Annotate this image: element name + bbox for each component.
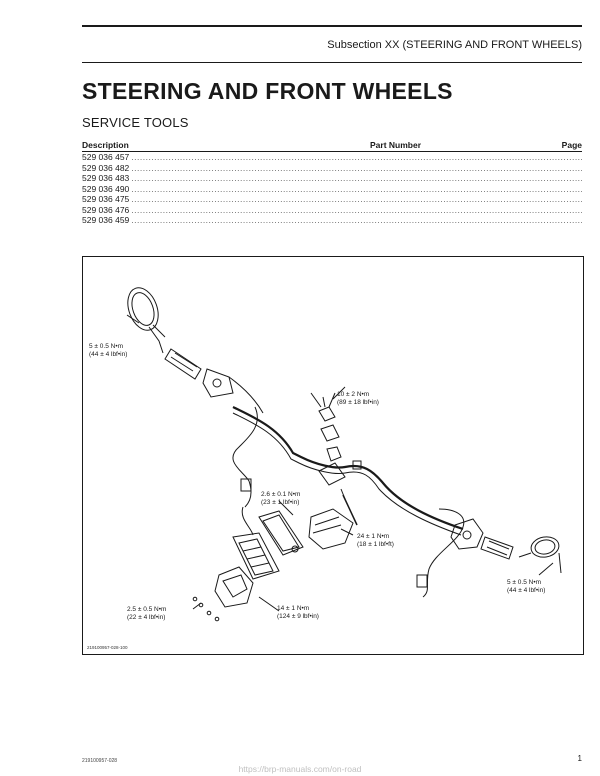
watermark-url: https://brp-manuals.com/on-road [238,764,362,774]
footer-doc-ref: 219100957-028 [82,758,118,764]
bottom-housing [192,566,254,622]
table-row: 65MM SOCKET529 036 4577–8 [82,152,582,163]
torque-label-cover: 2.6 ± 0.1 N•m (23 ± 1 lbf•in) [261,491,300,506]
tool-part-number: 529 036 459 [82,215,130,225]
table-row: ALIGNMENT ADAPTOR B RYKER FRONT WHEELS52… [82,163,582,174]
torque-value: 5 ± 0.5 N•m [89,343,124,350]
torque-value-imperial: (23 ± 1 lbf•in) [261,498,300,506]
column-header-page: Page [561,140,582,150]
table-row: ALIGNMENT ADAPTOR C RYKER REAR WHEELS529… [82,173,582,184]
exploded-diagram [126,287,562,622]
left-grip [164,348,202,380]
service-tools-table: Description Part Number Page 65MM SOCKET… [82,140,582,226]
tool-page-cell: 7–8 [129,152,582,163]
torque-value: 5 ± 0.5 N•m [507,579,542,586]
left-connector [240,478,252,492]
torque-label-small-screws: 2.5 ± 0.5 N•m (22 ± 4 lbf•in) [127,606,166,621]
clamp-leader [332,386,346,400]
torque-value-imperial: (18 ± 1 lbf•ft) [357,540,394,548]
right-grip [480,536,514,560]
torque-value: 24 ± 1 N•m [357,533,390,540]
steering-exploded-view: 5 ± 0.5 N•m (44 ± 4 lbf•in) 10 ± 2 N•m (… [82,256,584,655]
leader-dots [131,215,582,226]
header-rule [82,25,582,27]
tool-page-cell: 16 [129,184,582,195]
column-header-part-number: Part Number [370,140,422,150]
torque-label-clamp: 10 ± 2 N•m (89 ± 18 lbf•in) [337,391,379,406]
leader-dots [131,184,582,195]
torque-value-imperial: (22 ± 4 lbf•in) [127,613,166,621]
torque-value-imperial: (124 ± 9 lbf•in) [277,612,319,620]
cover-panels [232,510,304,580]
tool-page-cell: 4 [129,173,582,184]
torque-label-right-mirror: 5 ± 0.5 N•m (44 ± 4 lbf•in) [507,579,545,594]
table-row: STEERING COLUMN SPACER 8,34529 036 47616 [82,205,582,216]
handlebar [232,406,464,531]
section-heading: SERVICE TOOLS [82,115,189,130]
title-rule [82,62,582,63]
tool-part-number: 529 036 476 [82,204,130,215]
torque-label-riser: 24 ± 1 N•m (18 ± 1 lbf•ft) [357,533,394,548]
handlebar-cap [352,460,362,470]
mirror-left-leader [126,314,140,324]
tool-part-number: 529 036 483 [82,173,130,183]
leader-dots [131,194,582,205]
tool-part-number: 529 036 490 [82,183,130,194]
left-mirror [127,287,166,354]
table-row: ALIGNMENT SCREW529 036 49016 [82,184,582,195]
tool-page-cell: 4 [129,194,582,205]
steering-riser [308,462,358,550]
tool-page-cell: 16 [129,205,582,216]
base-leader [258,596,280,612]
leader-dots [131,152,582,163]
tool-page-cell: 4 [129,163,582,174]
torque-value-imperial: (44 ± 4 lbf•in) [507,586,546,594]
left-switch-housing [202,368,264,414]
right-mirror [518,536,562,574]
cover-leader [278,500,294,516]
tool-part-number: 529 036 457 [82,152,130,162]
torque-value: 14 ± 1 N•m [277,605,310,612]
table-row: STEM PULLER529 036 45915 [82,215,582,226]
handlebar-lower-edge [232,412,462,536]
tool-page-cell: 15 [129,215,582,226]
mirror-right-leader [538,562,554,576]
table-body: 65MM SOCKET529 036 4577–8ALIGNMENT ADAPT… [82,152,582,226]
upper-clamps [310,392,342,462]
figure-reference: 219100957-028-100 [87,645,128,650]
footer-page-number: 1 [577,754,582,763]
subsection-title: Subsection XX (STEERING AND FRONT WHEELS… [327,39,582,51]
small-screw-leader [192,602,202,610]
left-wiring-end [241,506,254,536]
torque-label-left-mirror: 5 ± 0.5 N•m (44 ± 4 lbf•in) [89,343,127,358]
left-wiring [232,406,258,508]
torque-label-base: 14 ± 1 N•m (124 ± 9 lbf•in) [277,605,319,620]
torque-value: 2.6 ± 0.1 N•m [261,491,301,498]
torque-value-imperial: (89 ± 18 lbf•in) [337,398,379,406]
table-header: Description Part Number Page [82,140,582,152]
tool-part-number: 529 036 475 [82,194,130,204]
tool-part-number: 529 036 482 [82,162,130,173]
leader-dots [131,163,582,174]
page-title: STEERING AND FRONT WHEELS [82,78,453,104]
right-switch-housing [450,518,484,550]
table-row: ALIGNMENT TOOL529 036 4754 [82,194,582,205]
leader-dots [131,205,582,216]
riser-leader [340,528,354,536]
torque-value: 10 ± 2 N•m [337,391,370,398]
leader-dots [131,173,582,184]
right-connector [416,574,428,588]
torque-value: 2.5 ± 0.5 N•m [127,606,167,613]
column-header-description: Description [82,140,129,150]
torque-value-imperial: (44 ± 4 lbf•in) [89,350,128,358]
